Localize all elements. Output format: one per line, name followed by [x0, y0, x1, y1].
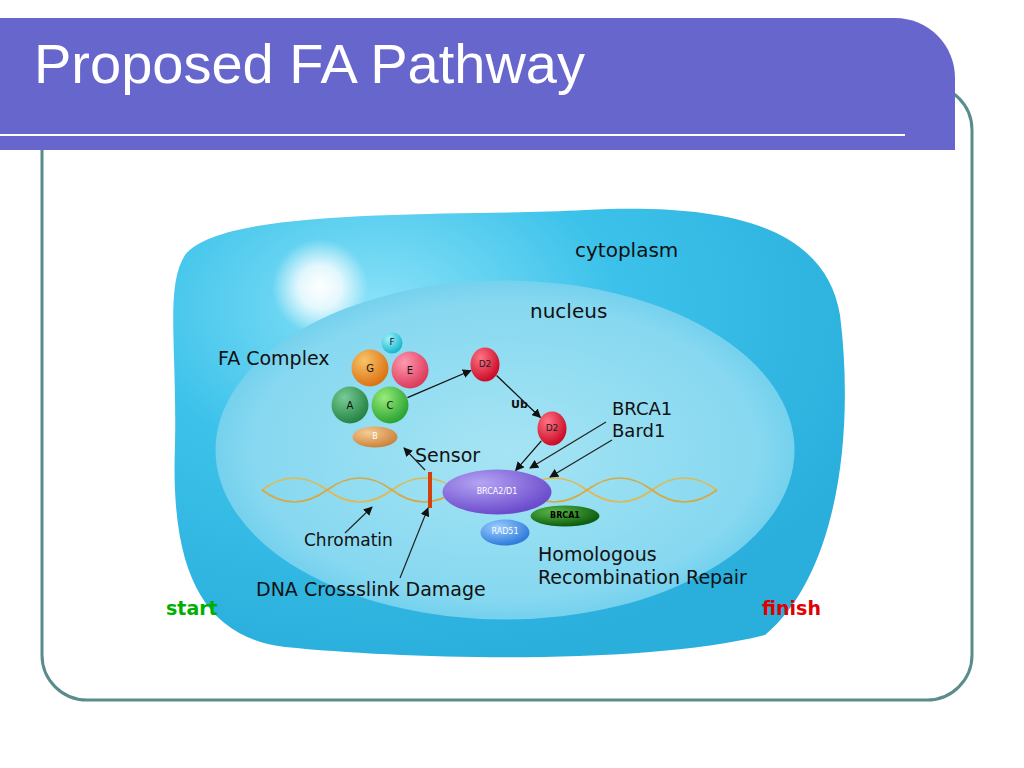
- node-label: RAD51: [480, 519, 530, 546]
- cell-shape: [173, 209, 845, 657]
- protein-circle: A: [331, 386, 369, 424]
- region-label: nucleus: [530, 300, 607, 322]
- node-label: E: [391, 351, 429, 389]
- node-shape: [471, 348, 500, 382]
- node-label: D2: [470, 347, 500, 382]
- node-shape: [481, 520, 530, 546]
- protein-circle: G: [351, 349, 389, 387]
- finish-marker: finish: [762, 597, 821, 620]
- node-shape: [382, 333, 403, 354]
- slide-frame: [42, 85, 972, 700]
- protein-ellipse: RAD51: [480, 519, 530, 546]
- region-label: cytoplasm: [575, 239, 678, 261]
- node-shape: [372, 387, 409, 424]
- header-rule: [0, 134, 905, 136]
- node-shape: [531, 506, 600, 527]
- protein-circle: D2: [537, 411, 567, 446]
- leader-line: [530, 422, 606, 468]
- node-shape: [538, 412, 567, 446]
- node-label: B: [352, 426, 398, 448]
- damage-label: DNA Crossslink Damage: [256, 578, 486, 601]
- structure-label: Chromatin: [304, 530, 393, 550]
- leader-line: [400, 508, 428, 578]
- node-label: F: [381, 332, 403, 354]
- node-label: BRCA2/D1: [442, 469, 552, 515]
- node-label: D2: [537, 411, 567, 446]
- pathway-arrow: [407, 371, 470, 398]
- protein-circle: D2: [470, 347, 500, 382]
- crosslink-bar: [428, 472, 432, 508]
- node-shape: [353, 427, 398, 448]
- node-label: A: [331, 386, 369, 424]
- protein-label: BRCA1 Bard1: [612, 398, 697, 441]
- protein-circle: C: [371, 386, 409, 424]
- node-label: G: [351, 349, 389, 387]
- chromatin-strand: [262, 478, 717, 502]
- protein-ellipse: B: [352, 426, 398, 448]
- protein-ellipse: BRCA1: [530, 505, 600, 527]
- start-marker: start: [166, 597, 218, 620]
- protein-circle: E: [391, 351, 429, 389]
- node-label: BRCA1: [530, 505, 600, 527]
- protein-circle: F: [381, 332, 403, 354]
- header-band: [0, 18, 955, 150]
- node-shape: [352, 350, 389, 387]
- leader-line: [345, 507, 372, 533]
- chromatin-strand: [262, 478, 717, 502]
- group-label: FA Complex: [218, 347, 330, 370]
- pathway-arrow: [497, 376, 541, 418]
- node-shape: [443, 470, 552, 515]
- node-label: C: [371, 386, 409, 424]
- modification-label: Ub: [511, 398, 528, 411]
- leader-line: [550, 440, 612, 477]
- sensor-label: Sensor: [415, 444, 480, 467]
- node-shape: [332, 387, 369, 424]
- slide-title: Proposed FA Pathway: [34, 36, 585, 92]
- protein-ellipse: BRCA2/D1: [442, 469, 552, 515]
- node-shape: [216, 281, 795, 620]
- pathway-arrow: [516, 441, 542, 471]
- node-shape: [392, 352, 429, 389]
- process-label: Homologous Recombination Repair: [538, 543, 778, 589]
